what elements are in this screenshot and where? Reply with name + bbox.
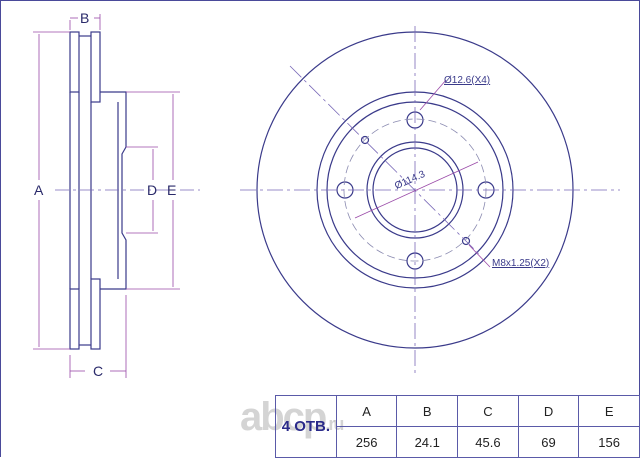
dim-label-b: B [80,10,90,26]
header-a: A [335,395,398,427]
header-b: B [396,395,459,427]
thread-note: M8x1.25(X2) [492,258,550,269]
dim-label-c: C [93,363,104,379]
value-c: 45.6 [457,426,519,458]
dim-label-a: A [34,182,44,198]
value-b: 24.1 [396,426,459,458]
bolt-hole-note: Ø12.6(X4) [444,75,491,86]
value-a: 256 [335,426,398,458]
dimensions-table: 4 ОТВ. A B C D E 256 24.1 45.6 69 156 [275,395,640,458]
dim-label-d: D [147,182,158,198]
value-d: 69 [517,426,580,458]
header-e: E [578,395,640,427]
dim-label-e: E [167,182,177,198]
thread-hole [360,135,370,145]
section-outer-left-upper [69,31,80,93]
header-c: C [457,395,519,427]
thread-hole [461,236,471,246]
value-e: 156 [578,426,640,458]
hole-count: 4 ОТВ. [275,395,337,458]
header-d: D [517,395,580,427]
